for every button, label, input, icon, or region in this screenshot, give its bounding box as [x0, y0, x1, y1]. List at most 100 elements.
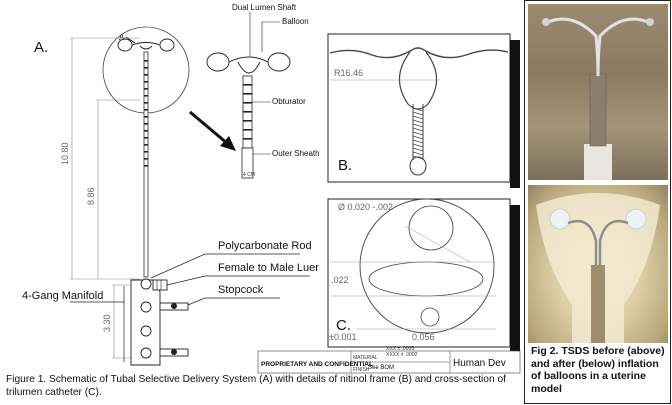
- shaft-mark-2: [144, 74, 148, 76]
- twist-line-8: [412, 139, 424, 144]
- shaft-mark-14: [144, 158, 148, 160]
- photo-after-device: [536, 193, 660, 343]
- exploded-mark-3: [243, 111, 252, 113]
- stopcock-2: [159, 348, 189, 357]
- photo-after-inflation: [528, 185, 668, 343]
- exploded-mark-5: [243, 129, 252, 131]
- twist-line-6: [412, 131, 424, 136]
- label-stopcock: Stopcock: [218, 284, 264, 296]
- figure-2-caption: Fig 2. TSDS before (above) and after (be…: [531, 345, 665, 395]
- label-balloon: Balloon: [282, 17, 309, 26]
- panel-b-frame: [327, 33, 511, 183]
- panel-b-label: B.: [338, 157, 352, 174]
- panel-c-span: 0.056: [412, 332, 435, 342]
- shaft-mark-10: [144, 130, 148, 132]
- shaft-mark-7: [144, 109, 148, 111]
- panel-c-diameter: Ø 0.020 -.002: [338, 202, 393, 212]
- panel-c-leader: [404, 225, 471, 263]
- title-block-proprietary: PROPRIETARY AND CONFIDENTIAL: [261, 361, 373, 368]
- balloon-right-a: [159, 38, 175, 52]
- twist-line-9: [412, 143, 424, 148]
- shaft-mark-6: [144, 102, 148, 104]
- frame-arms-a: [131, 42, 161, 46]
- luer-fitting: [152, 279, 168, 291]
- panel-a-label: A.: [34, 39, 48, 56]
- dim-overall-length: 10.80: [60, 142, 70, 165]
- photo-before-device: [542, 17, 654, 180]
- twist-line-10: [412, 147, 424, 152]
- shaft-mark-15: [144, 165, 148, 167]
- photo-before-holder: [584, 144, 612, 180]
- leader-polycarbonate-rod: [150, 253, 300, 279]
- title-block-company: Human Dev: [453, 358, 506, 369]
- dim-manifold-length: 3.30: [102, 314, 112, 332]
- panel-b-loop: [398, 51, 438, 110]
- manifold-port-1: [140, 278, 152, 290]
- photo-before-sheath: [589, 73, 607, 147]
- frame-loop-a: [139, 45, 153, 50]
- manifold-port-3: [140, 325, 152, 337]
- exploded-shaft-markings: [243, 84, 252, 140]
- photo-before-tip-left: [542, 18, 550, 26]
- detail-arrow-shaft: [189, 110, 229, 146]
- label-female-to-male-luer: Female to Male Luer: [218, 262, 319, 274]
- photo-after-balloon-right: [625, 208, 647, 230]
- sheath-tip-label: 4 CM: [243, 172, 255, 178]
- shaft-mark-5: [144, 95, 148, 97]
- panel-b-twist: [412, 107, 424, 160]
- outer-sheath-exploded: [241, 147, 254, 179]
- twist-line-3: [412, 119, 424, 124]
- leader-balloon: [261, 21, 280, 52]
- photo-after-frame: [567, 219, 629, 265]
- twist-line-4: [412, 123, 424, 128]
- panel-c-shadow: [510, 205, 520, 353]
- exploded-mark-1: [243, 93, 252, 95]
- manifold-body: [130, 279, 161, 366]
- detail-arrow-head: [220, 136, 236, 151]
- shaft-mark-8: [144, 116, 148, 118]
- photo-before-inflation: [528, 4, 668, 180]
- exploded-mark-0: [243, 84, 252, 86]
- panel-a-small-label: A: [119, 33, 125, 42]
- figure-1-caption: Figure 1. Schematic of Tubal Selective D…: [6, 374, 506, 398]
- panel-b-shadow: [510, 40, 520, 188]
- twist-line-1: [412, 111, 424, 116]
- exploded-mark-6: [243, 138, 252, 140]
- manifold-port-2: [140, 301, 152, 313]
- panel-c-outer-circle: [359, 198, 495, 334]
- panel-c-tolerance: ±0.001: [329, 332, 356, 342]
- panel-c-label: C.: [336, 317, 351, 334]
- panel-b-radius: R16.46: [334, 68, 363, 78]
- label-dual-lumen-shaft: Dual Lumen Shaft: [232, 3, 297, 12]
- panel-b-arms: [329, 47, 509, 59]
- stopcock-1: [159, 302, 189, 311]
- dim-shaft-length: 8.86: [86, 187, 96, 205]
- shaft-mark-4: [144, 88, 148, 90]
- panel-c-frame: [327, 198, 511, 348]
- shaft-markings: [144, 60, 148, 167]
- twist-line-7: [412, 135, 424, 140]
- label-4-gang-manifold: 4-Gang Manifold: [22, 290, 103, 302]
- shaft-mark-3: [144, 81, 148, 83]
- catheter-shaft-a: [143, 51, 149, 278]
- twist-line-0: [412, 107, 424, 112]
- figure-2-panel: Fig 2. TSDS before (above) and after (be…: [524, 0, 671, 404]
- frame-loop-exploded: [237, 61, 261, 74]
- shaft-mark-1: [144, 67, 148, 69]
- photo-before-tip-right: [646, 18, 654, 26]
- shaft-mark-12: [144, 144, 148, 146]
- title-block-tol2: XXXX ± .0002: [386, 352, 418, 358]
- leader-stopcock: [187, 297, 280, 306]
- title-block-tol1: XXX ± .0005: [386, 346, 414, 352]
- title-block-material: MATERIAL: [353, 355, 378, 361]
- photo-after-sheath: [591, 265, 605, 343]
- panel-c-width: .022: [331, 275, 349, 285]
- twist-line-5: [412, 127, 424, 132]
- exploded-mark-4: [243, 120, 252, 122]
- shaft-mark-9: [144, 123, 148, 125]
- title-block-finish: FINISH: [353, 367, 370, 373]
- photo-before-arm-left: [547, 17, 600, 77]
- label-outer-sheath: Outer Sheath: [272, 149, 320, 158]
